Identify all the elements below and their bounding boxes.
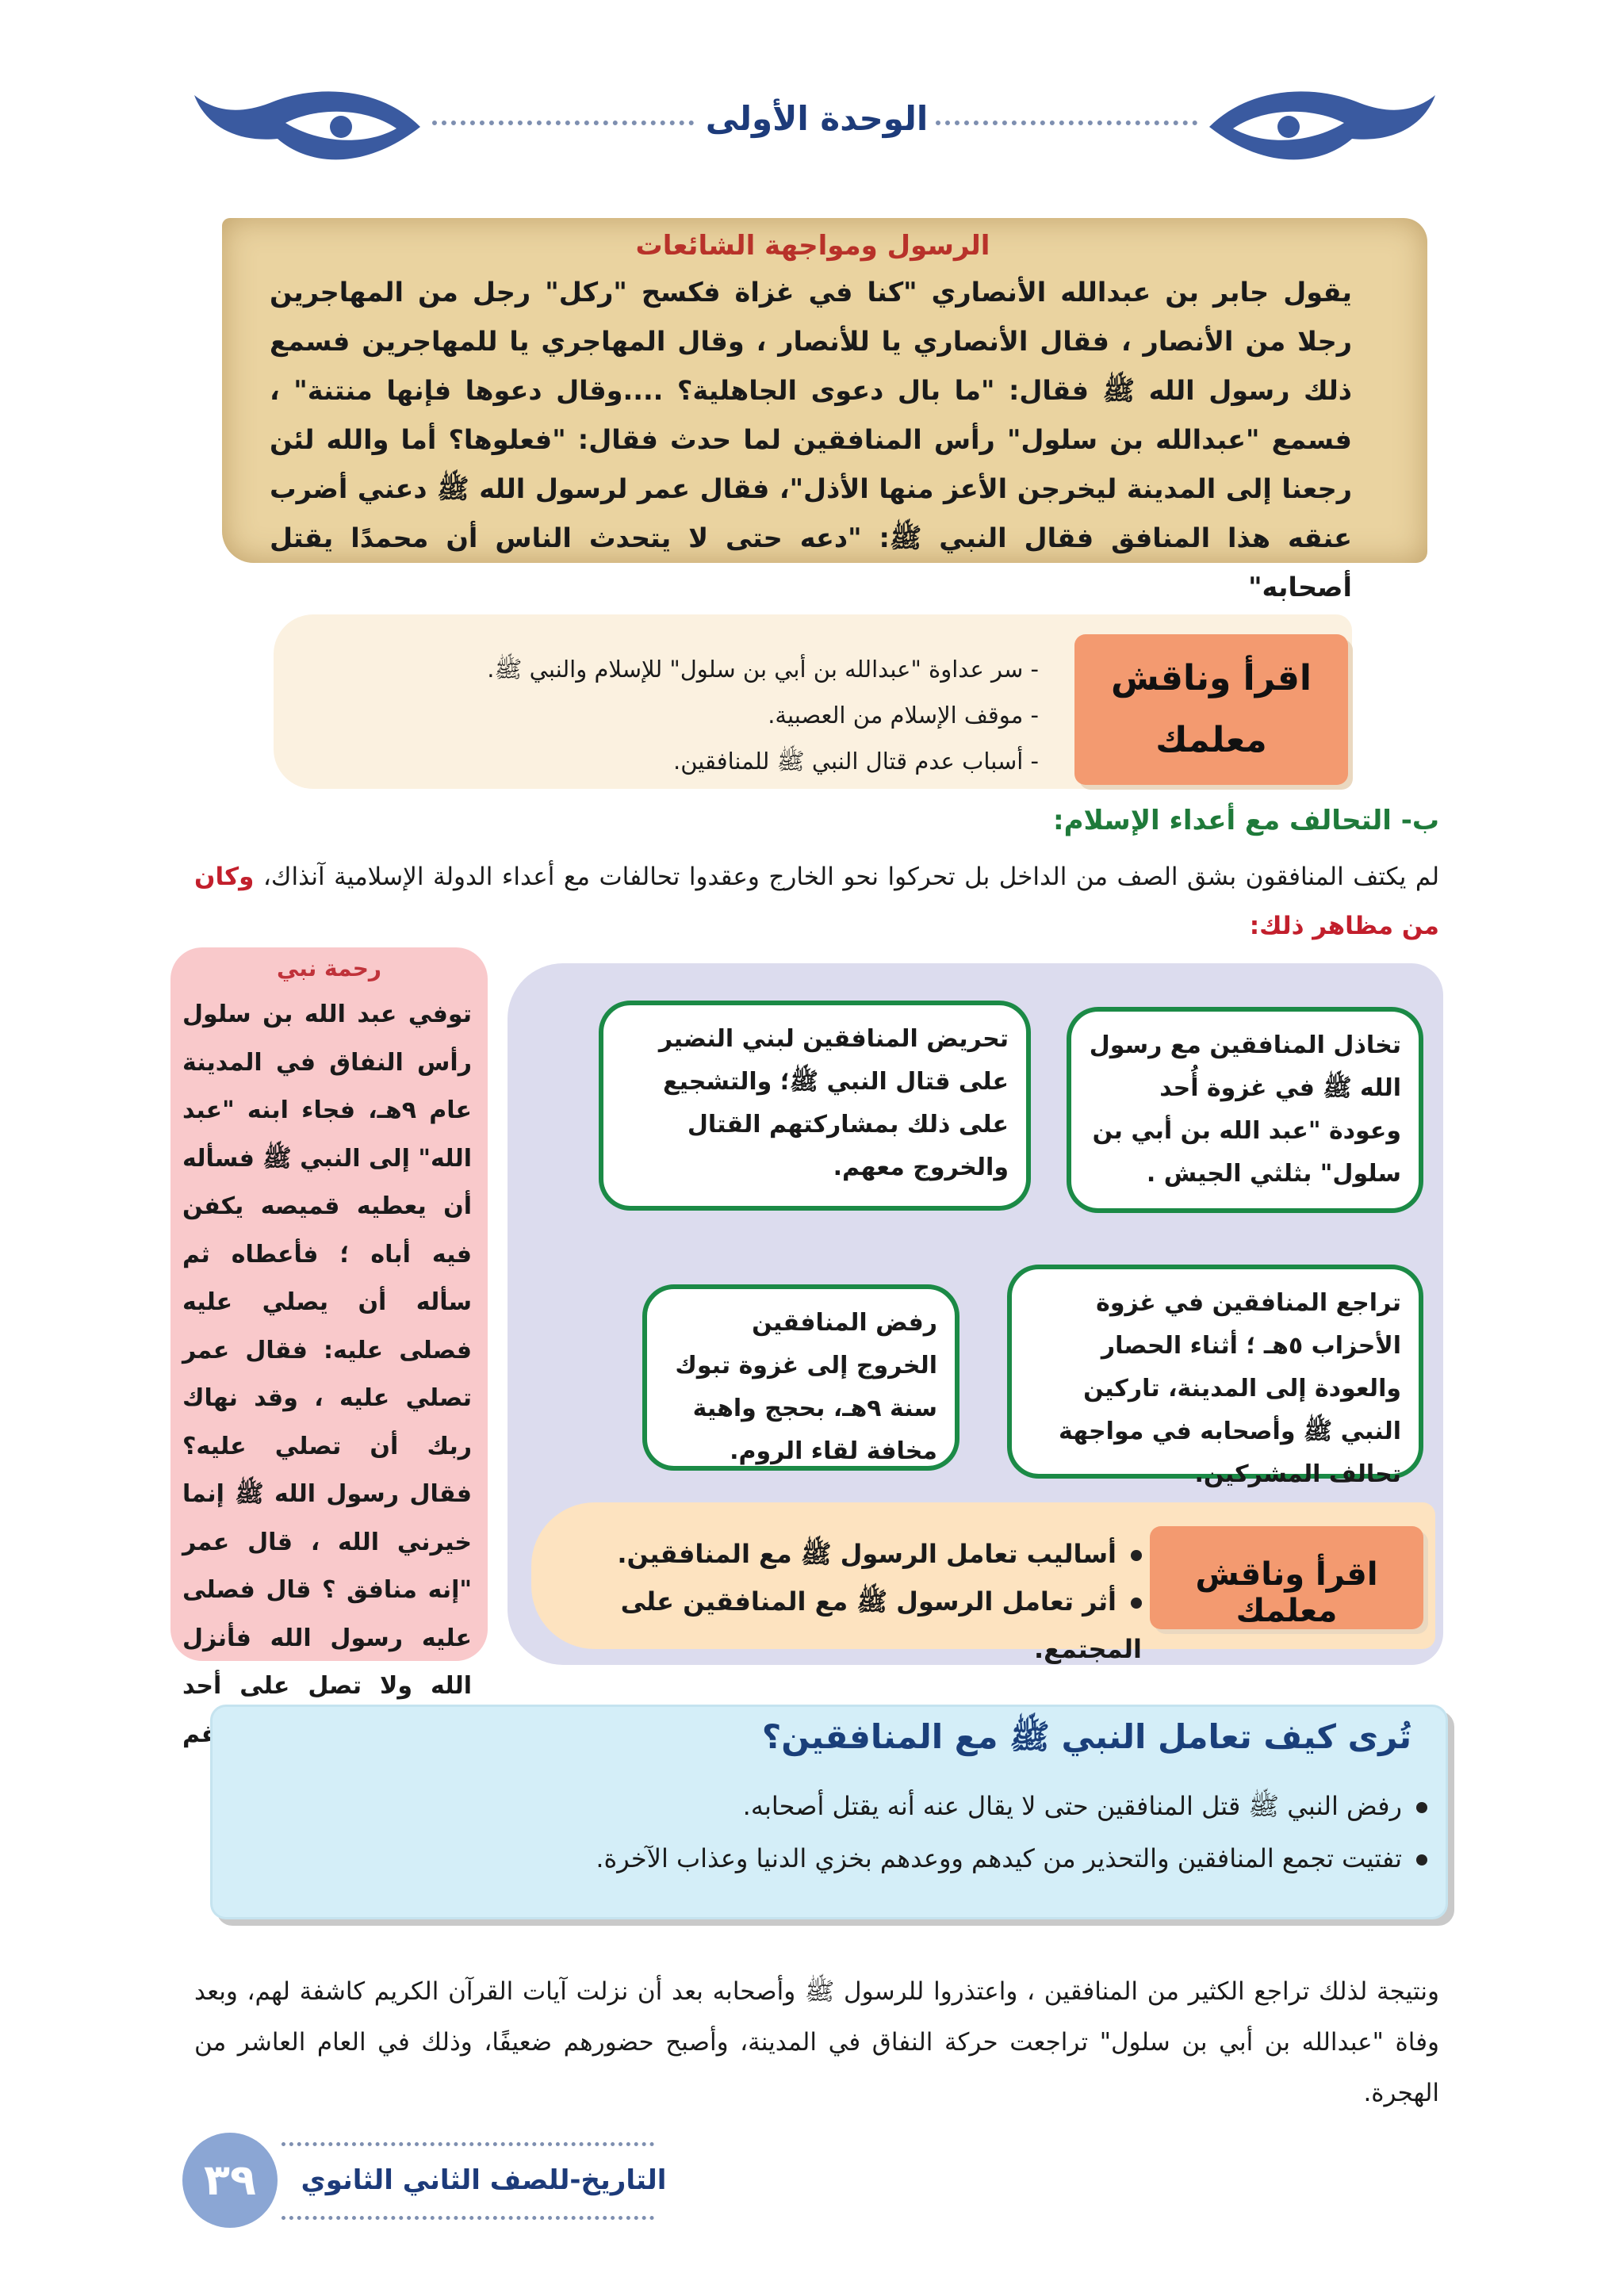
list-item-text: أثر تعامل الرسول ﷺ مع المنافقين على المج… <box>620 1586 1142 1664</box>
manifestation-text: تخاذل المنافقين مع رسول الله ﷺ في غزوة أ… <box>1089 1031 1401 1188</box>
list-item: تفتيت تجمع المنافقين والتحذير من كيدهم و… <box>254 1832 1427 1885</box>
manifestation-card-1: تخاذل المنافقين مع رسول الله ﷺ في غزوة أ… <box>1067 1007 1423 1213</box>
book-title: التاريخ-للصف الثاني الثانوي <box>301 2164 667 2196</box>
list-item: - أسباب عدم قتال النبي ﷺ للمنافقين. <box>673 748 1039 775</box>
footer-divider-top <box>282 2142 654 2146</box>
page-number: ٣٩ <box>182 2133 278 2228</box>
section-b-paragraph: لم يكتف المنافقون بشق الصف من الداخل بل … <box>194 852 1439 951</box>
bullet-icon <box>1131 1550 1142 1561</box>
bullet-icon <box>1416 1854 1427 1866</box>
discuss-label-line1: اقرأ وناقش <box>1110 658 1312 698</box>
list-item-text: تفتيت تجمع المنافقين والتحذير من كيدهم و… <box>596 1843 1402 1873</box>
story-parchment <box>222 218 1427 563</box>
list-item: - سر عداوة "عبدالله بن أبي بن سلول" للإس… <box>487 656 1039 683</box>
discuss-label-line2: معلمك <box>1155 720 1267 760</box>
story-title: الرسول ومواجهة الشائعات <box>635 230 990 262</box>
conclusion-paragraph: ونتيجة لذلك تراجع الكثير من المنافقين ، … <box>194 1977 1439 2107</box>
manifestation-card-3: تراجع المنافقين في غزوة الأحزاب ٥هـ ؛ أث… <box>1007 1265 1423 1488</box>
header-ornament-right-icon <box>1209 91 1435 160</box>
header-divider-left <box>432 121 694 125</box>
header-ornament-left-icon <box>194 91 420 160</box>
sidebar-title: رحمة نبي <box>276 955 382 982</box>
bullet-icon <box>1131 1598 1142 1609</box>
manifestation-text: تحريض المنافقين لبني النضير على قتال الن… <box>658 1025 1009 1181</box>
section-b-heading: ب- التحالف مع أعداء الإسلام: <box>1052 805 1439 836</box>
list-item: أثر تعامل الرسول ﷺ مع المنافقين على المج… <box>547 1578 1142 1673</box>
header-divider-right <box>936 121 1197 125</box>
list-item: رفض النبي ﷺ قتل المنافقين حتى لا يقال عن… <box>254 1780 1427 1832</box>
manifestation-text: رفض المنافقين الخروج إلى غزوة تبوك سنة ٩… <box>675 1309 937 1465</box>
discuss-label-1: اقرأ وناقش معلمك <box>1074 634 1348 785</box>
bullet-icon <box>1416 1802 1427 1813</box>
discuss-list-1: - سر عداوة "عبدالله بن أبي بن سلول" للإس… <box>341 646 1039 784</box>
discuss-label-2: اقرأ وناقش معلمك <box>1150 1526 1423 1629</box>
story-text: يقول جابر بن عبدالله الأنصاري "كنا في غز… <box>270 277 1352 603</box>
footer-divider-bottom <box>282 2216 654 2220</box>
sidebar-text: توفي عبد الله بن سلول رأس النفاق في المد… <box>182 1001 472 1796</box>
list-item-text: أساليب تعامل الرسول ﷺ مع المنافقين. <box>617 1539 1116 1569</box>
manifestation-card-2: تحريض المنافقين لبني النضير على قتال الن… <box>599 1001 1031 1211</box>
discuss-list-2: أساليب تعامل الرسول ﷺ مع المنافقين. أثر … <box>547 1530 1142 1673</box>
sidebar-box <box>170 947 488 1661</box>
section-b-text: لم يكتف المنافقون بشق الصف من الداخل بل … <box>262 863 1440 891</box>
question-title: تُرى كيف تعامل النبي ﷺ مع المنافقين؟ <box>761 1717 1411 1756</box>
manifestation-text: تراجع المنافقين في غزوة الأحزاب ٥هـ ؛ أث… <box>1059 1289 1401 1488</box>
list-item: أساليب تعامل الرسول ﷺ مع المنافقين. <box>547 1530 1142 1578</box>
list-item: - موقف الإسلام من العصبية. <box>768 702 1039 729</box>
question-box <box>210 1705 1448 1919</box>
manifestation-card-4: رفض المنافقين الخروج إلى غزوة تبوك سنة ٩… <box>642 1284 959 1471</box>
discuss-label-2-text: اقرأ وناقش معلمك <box>1195 1556 1378 1629</box>
unit-title: الوحدة الأولى <box>705 99 929 138</box>
section-b-highlight: وكان من مظاهر ذلك: <box>194 863 1439 940</box>
list-item-text: رفض النبي ﷺ قتل المنافقين حتى لا يقال عن… <box>742 1791 1402 1821</box>
question-list: رفض النبي ﷺ قتل المنافقين حتى لا يقال عن… <box>254 1780 1427 1885</box>
